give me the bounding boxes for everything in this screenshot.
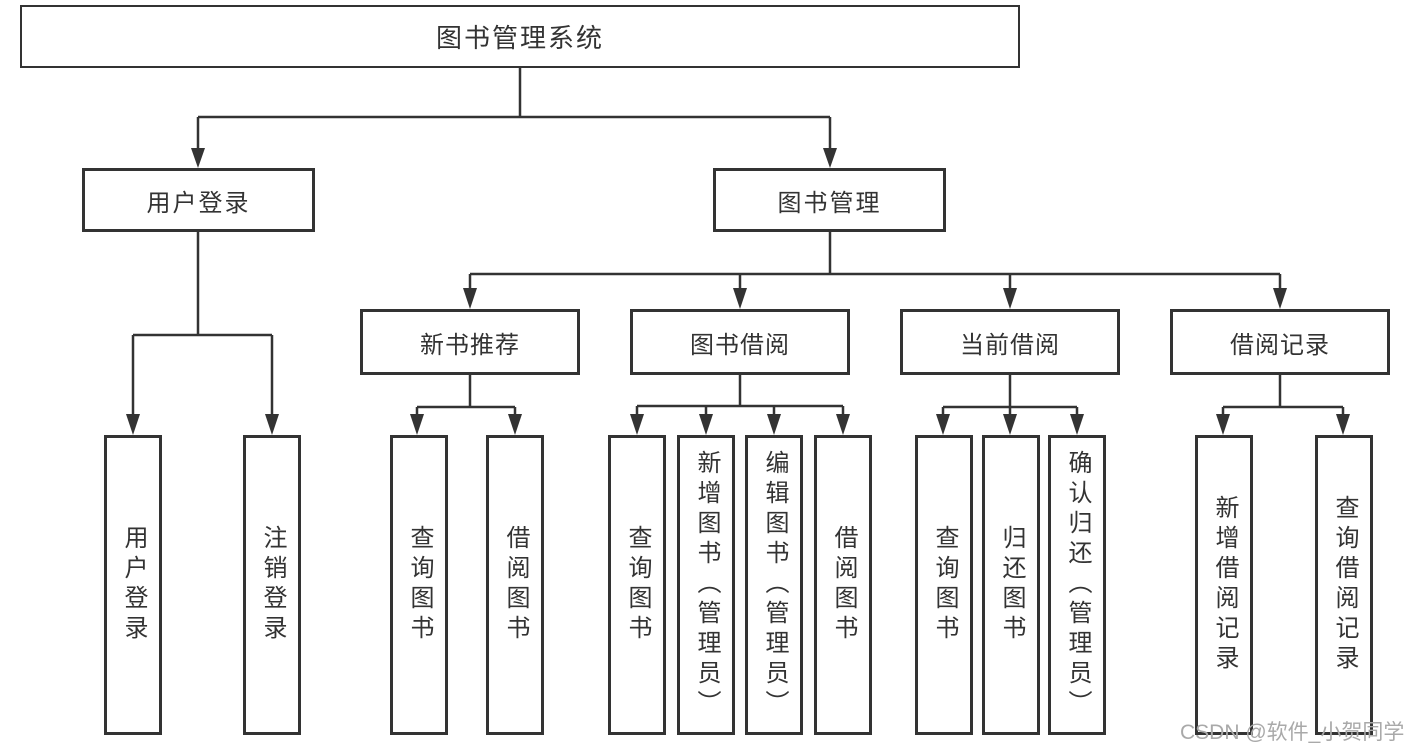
node-current-borrow: 当前借阅 xyxy=(900,309,1120,375)
node-book-borrow: 图书借阅 xyxy=(630,309,850,375)
leaf-cb-confirm-return: 确认归还（管理员） xyxy=(1048,435,1106,735)
node-new-book-recommend: 新书推荐 xyxy=(360,309,580,375)
node-borrow-records: 借阅记录 xyxy=(1170,309,1390,375)
leaf-bb-add-books: 新增图书（管理员） xyxy=(677,435,735,735)
leaf-bb-edit-books: 编辑图书（管理员） xyxy=(745,435,803,735)
leaf-bb-borrow-books: 借阅图书 xyxy=(814,435,872,735)
leaf-br-query-record: 查询借阅记录 xyxy=(1315,435,1373,735)
node-root: 图书管理系统 xyxy=(20,5,1020,68)
leaf-nb-query-books: 查询图书 xyxy=(390,435,448,735)
leaf-nb-borrow-books: 借阅图书 xyxy=(486,435,544,735)
leaf-logout: 注销登录 xyxy=(243,435,301,735)
leaf-bb-query-books: 查询图书 xyxy=(608,435,666,735)
leaf-cb-return-books: 归还图书 xyxy=(982,435,1040,735)
node-book-management: 图书管理 xyxy=(713,168,946,232)
leaf-user-login: 用户登录 xyxy=(104,435,162,735)
node-user-login: 用户登录 xyxy=(82,168,315,232)
leaf-br-add-record: 新增借阅记录 xyxy=(1195,435,1253,735)
leaf-cb-query-books: 查询图书 xyxy=(915,435,973,735)
csdn-watermark: CSDN @软件_小贺同学 xyxy=(1180,721,1405,744)
